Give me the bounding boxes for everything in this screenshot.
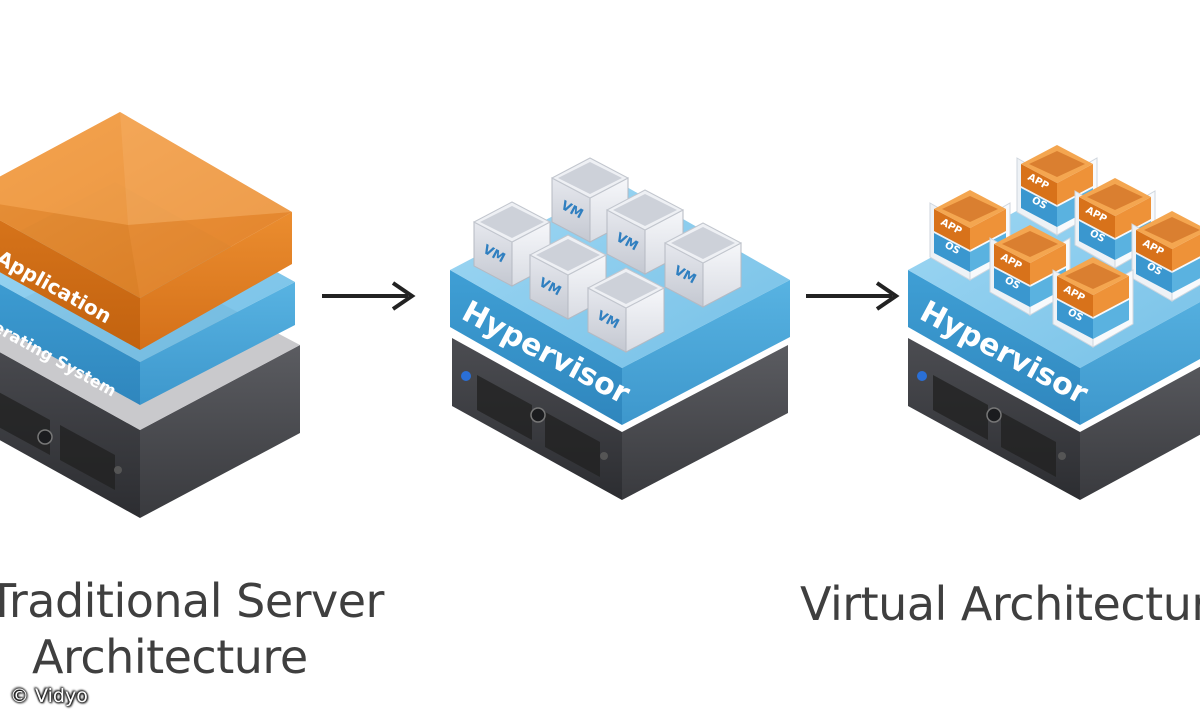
- vm-cube: VM: [550, 157, 630, 243]
- arrow-right-icon: [322, 281, 416, 311]
- server-box: [908, 338, 1200, 500]
- vm-cube: VM: [586, 267, 666, 353]
- copyright-notice: © Vidyo: [10, 685, 88, 707]
- traditional-server-stack: Operating System Application: [0, 112, 300, 518]
- traditional-caption-line2: Architecture: [32, 630, 308, 684]
- virtual-caption: Virtual Architecture: [800, 577, 1200, 631]
- traditional-caption-line1: Traditional Server: [0, 574, 384, 628]
- vm-cube: VM: [605, 189, 685, 275]
- application-layer: Application: [0, 112, 292, 350]
- server-box: [452, 338, 788, 500]
- vm-cube: VM: [472, 201, 552, 287]
- vm-cube: VM: [663, 222, 743, 308]
- vm-cube: VM: [528, 234, 608, 320]
- arrow-right-icon: [806, 281, 900, 311]
